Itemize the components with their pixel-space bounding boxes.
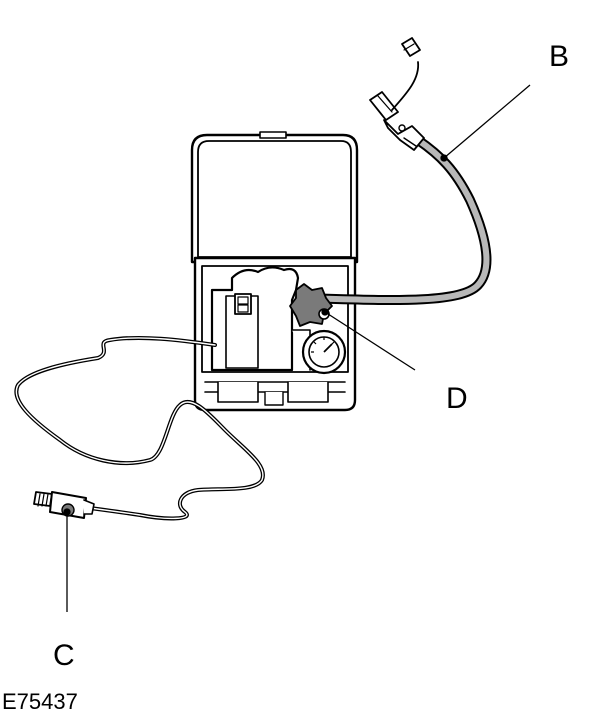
air-hose-b	[295, 135, 492, 306]
power-plug-c	[33, 491, 95, 519]
leader-lines	[63, 84, 531, 612]
power-cable	[14, 335, 265, 521]
pressure-gauge	[301, 329, 347, 375]
leader-line-d	[324, 311, 416, 371]
leader-point-b	[440, 154, 448, 162]
leader-point-c	[63, 508, 71, 516]
leader-line-b	[443, 84, 531, 159]
callout-label-c: C	[53, 639, 75, 672]
compressor-unit	[210, 266, 311, 372]
callout-label-b: B	[549, 40, 569, 73]
callout-label-d: D	[446, 382, 468, 415]
leader-point-d	[321, 308, 329, 316]
case-lid	[190, 131, 359, 264]
reference-code: E75437	[2, 689, 78, 714]
valve-connector	[369, 37, 425, 151]
